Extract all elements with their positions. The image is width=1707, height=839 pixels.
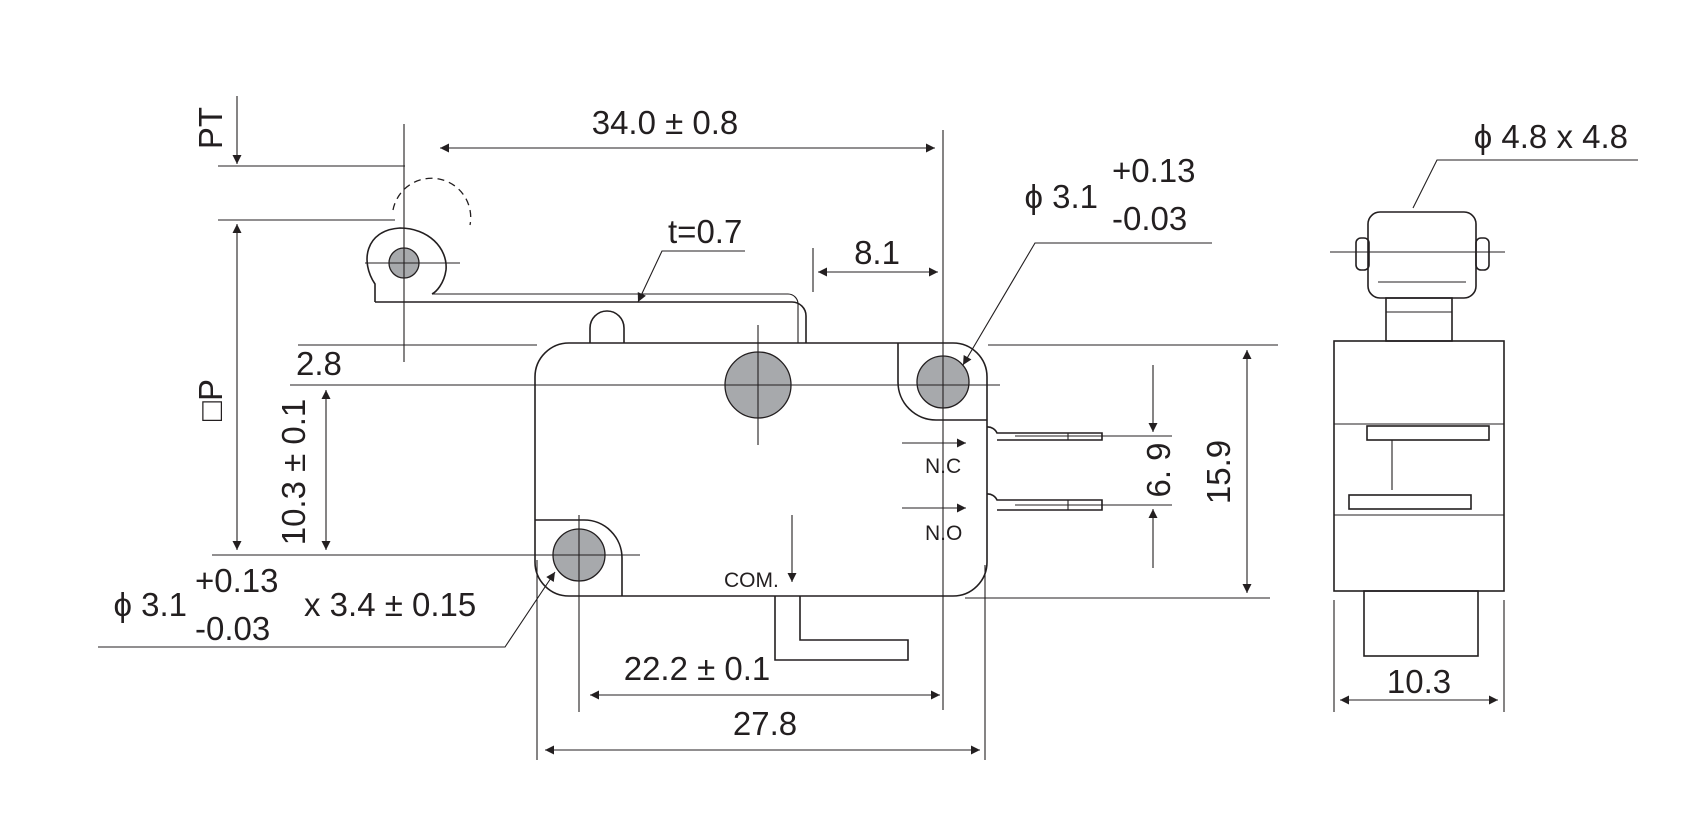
tip-offset-label: 8.1 <box>854 234 900 271</box>
op-label: □P <box>192 379 229 421</box>
roller-dia-label: ϕ 4.8 x 4.8 <box>1474 118 1628 155</box>
top-hole-dia: ϕ 3.1 <box>1024 178 1098 215</box>
thickness-label: t=0.7 <box>668 213 742 250</box>
thickness-leader <box>637 250 745 303</box>
terminal-gap-label: 6. 9 <box>1140 442 1177 497</box>
label-nc: N.C <box>925 455 961 478</box>
bottom-hole-tol-plus: +0.13 <box>195 562 279 599</box>
side-terminal-no <box>1348 494 1472 510</box>
roller-dia-leader <box>1412 159 1638 209</box>
label-no: N.O <box>925 522 962 545</box>
side-roller <box>1367 211 1477 299</box>
side-roller-axle-right <box>1475 237 1490 271</box>
top-hole-tol-plus: +0.13 <box>1112 152 1196 189</box>
body-height-label: 15.9 <box>1200 440 1237 504</box>
side-terminal-com <box>1363 590 1479 657</box>
side-width-label: 10.3 <box>1387 663 1451 700</box>
label-com: COM. <box>724 569 779 592</box>
bottom-hole-depth: x 3.4 ± 0.15 <box>304 586 476 623</box>
body-length-label: 27.8 <box>733 705 797 742</box>
actuator-lever <box>375 301 807 343</box>
side-terminal-nc <box>1366 425 1490 441</box>
side-roller-axle-left <box>1355 237 1370 271</box>
bottom-hole-dia: ϕ 3.1 <box>113 586 187 623</box>
front-view: N.C N.O COM. <box>215 124 1103 760</box>
top-hole-tol-minus: -0.03 <box>1112 200 1187 237</box>
top-hole-leader <box>962 242 1212 366</box>
terminal-no <box>986 493 1103 511</box>
side-view: 10.3 ϕ 4.8 x 4.8 <box>1330 118 1638 712</box>
terminal-nc <box>986 426 1103 441</box>
pt-label: PT <box>192 107 229 149</box>
operated-roller-dashed <box>392 177 472 226</box>
lever-length-label: 34.0 ± 0.8 <box>592 104 739 141</box>
terminal-com <box>774 596 909 661</box>
dimensions: PT □P 34.0 ± 0.8 t=0.7 8.1 ϕ 3.1 +0.13 -… <box>98 96 1278 755</box>
offset-label: 2.8 <box>296 345 342 382</box>
side-body <box>1333 340 1505 592</box>
height-103-label: 10.3 ± 0.1 <box>275 399 312 546</box>
side-lever-stem <box>1385 297 1453 342</box>
bottom-hole-leader <box>98 571 556 648</box>
plunger <box>589 310 625 343</box>
roller-holder <box>366 227 447 302</box>
bottom-hole-tol-minus: -0.03 <box>195 610 270 647</box>
actuator-lever-inner <box>432 293 799 343</box>
switch-body <box>534 342 988 597</box>
hole-spacing-label: 22.2 ± 0.1 <box>624 650 771 687</box>
